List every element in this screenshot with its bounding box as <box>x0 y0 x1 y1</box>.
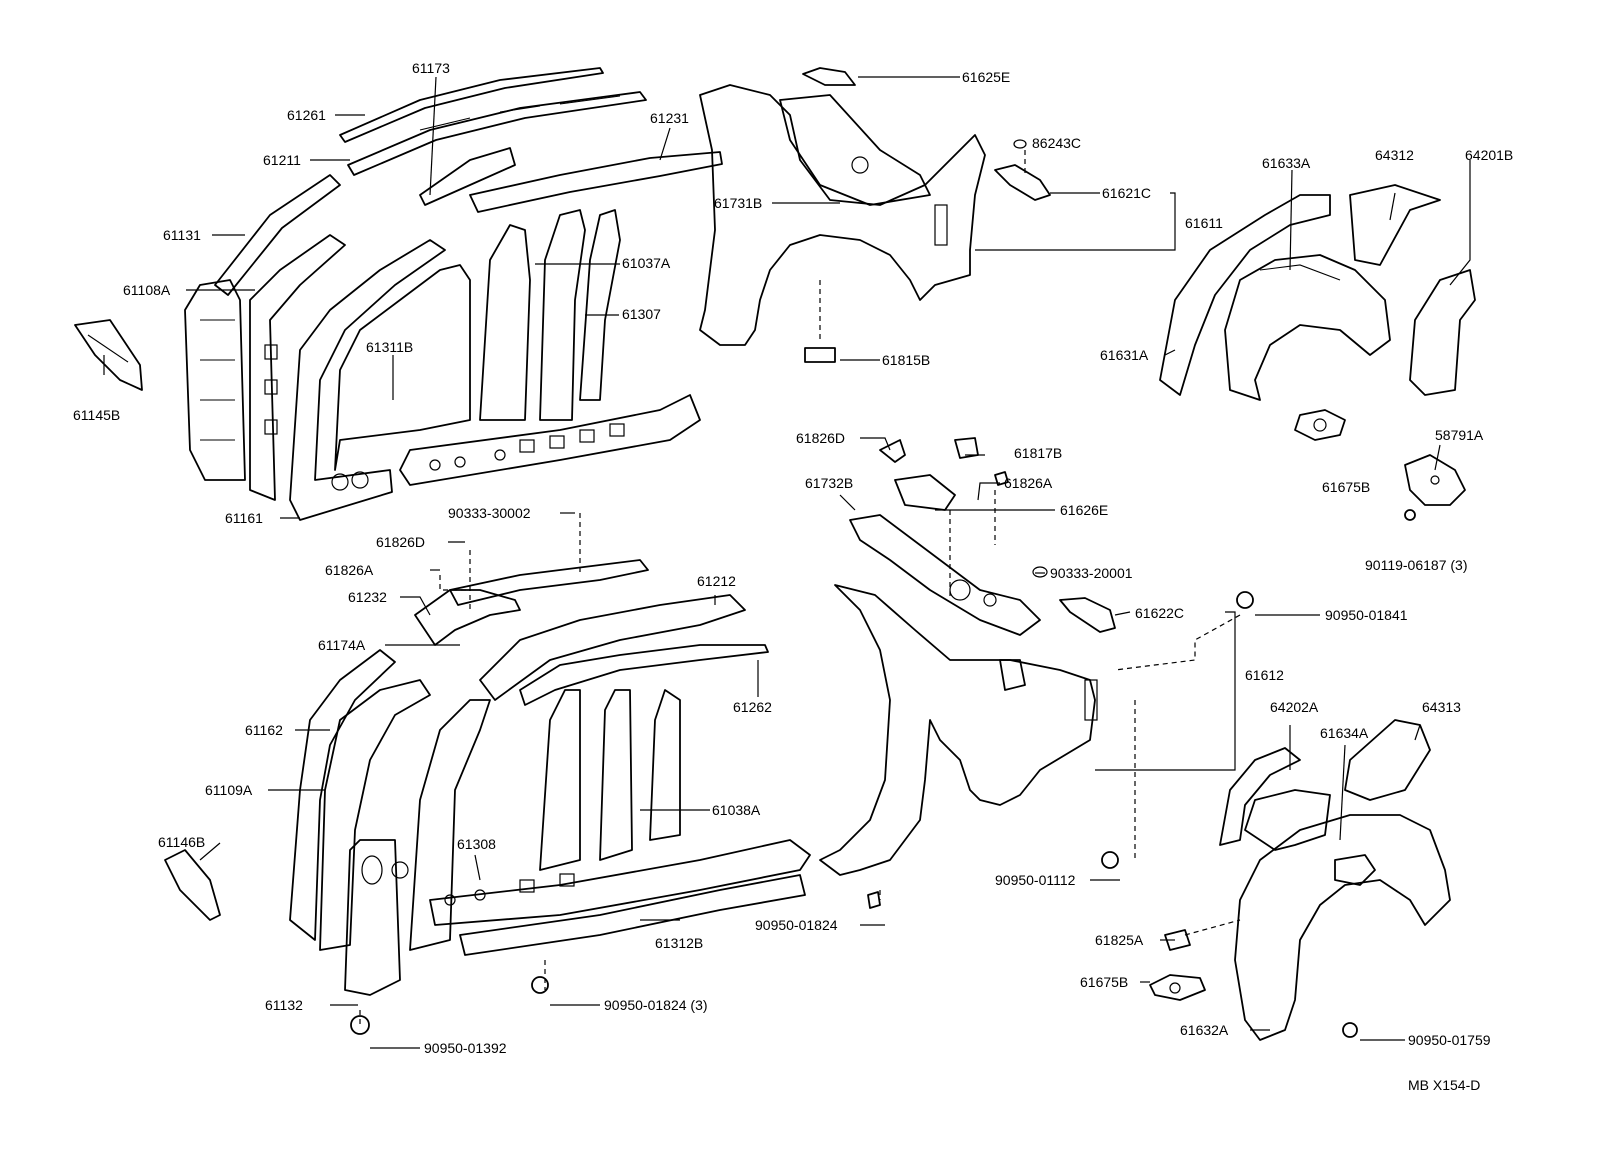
upper-rear-quarter <box>699 67 1051 363</box>
label-61621C: 61621C <box>1102 185 1151 201</box>
label-61675B-top: 61675B <box>1322 479 1370 495</box>
label-61308: 61308 <box>457 836 496 852</box>
label-61132: 61132 <box>265 997 303 1013</box>
upper-right-wheelhouse <box>1159 184 1476 521</box>
label-61262: 61262 <box>733 699 772 715</box>
label-90119-06187: 90119-06187 (3) <box>1365 557 1467 573</box>
label-61174A: 61174A <box>318 637 366 653</box>
label-61732B: 61732B <box>805 475 853 491</box>
label-61622C: 61622C <box>1135 605 1184 621</box>
label-61815B: 61815B <box>882 352 930 368</box>
label-90333-30002: 90333-30002 <box>448 505 531 521</box>
label-61731B: 61731B <box>714 195 762 211</box>
label-90950-01392: 90950-01392 <box>424 1040 507 1056</box>
label-64202A: 64202A <box>1270 699 1319 715</box>
label-61146B: 61146B <box>158 834 205 850</box>
label-64312: 64312 <box>1375 147 1414 163</box>
label-61826D-right: 61826D <box>796 430 845 446</box>
label-61307: 61307 <box>622 306 661 322</box>
label-86243C: 86243C <box>1032 135 1081 151</box>
label-58791A: 58791A <box>1435 427 1484 443</box>
label-61232: 61232 <box>348 589 387 605</box>
part-labels: 61173 61261 61211 61231 61131 61108A 611… <box>73 60 1513 1093</box>
label-90950-01824-3: 90950-01824 (3) <box>604 997 708 1013</box>
label-61162: 61162 <box>245 722 283 738</box>
label-61631A: 61631A <box>1100 347 1149 363</box>
label-90950-01759: 90950-01759 <box>1408 1032 1491 1048</box>
label-90950-01841: 90950-01841 <box>1325 607 1408 623</box>
label-61261: 61261 <box>287 107 326 123</box>
label-61634A: 61634A <box>1320 725 1369 741</box>
label-90333-20001: 90333-20001 <box>1050 565 1133 581</box>
label-61161: 61161 <box>225 510 263 526</box>
label-61626E: 61626E <box>1060 502 1108 518</box>
label-61231: 61231 <box>650 110 689 126</box>
label-61633A: 61633A <box>1262 155 1311 171</box>
label-61826D-left: 61826D <box>376 534 425 550</box>
label-90950-01112: 90950-01112 <box>995 872 1076 888</box>
label-61817B: 61817B <box>1014 445 1062 461</box>
label-61037A: 61037A <box>622 255 671 271</box>
label-61212: 61212 <box>697 573 736 589</box>
label-61826A-right: 61826A <box>1004 475 1053 491</box>
label-61825A: 61825A <box>1095 932 1144 948</box>
leader-lines <box>103 76 1471 1049</box>
label-61109A: 61109A <box>205 782 253 798</box>
upper-left-body-side <box>74 67 723 521</box>
lower-right-wheelhouse <box>1149 719 1451 1041</box>
label-61611: 61611 <box>1185 215 1223 231</box>
label-61625E: 61625E <box>962 69 1010 85</box>
center-rear-quarter <box>819 437 1254 909</box>
label-64313: 64313 <box>1422 699 1461 715</box>
label-61145B: 61145B <box>73 407 120 423</box>
label-61675B-bottom: 61675B <box>1080 974 1128 990</box>
label-61632A: 61632A <box>1180 1022 1229 1038</box>
lower-left-body-side <box>164 559 811 1035</box>
label-61131: 61131 <box>163 227 201 243</box>
label-61211: 61211 <box>263 152 301 168</box>
label-61038A: 61038A <box>712 802 761 818</box>
label-61108A: 61108A <box>123 282 171 298</box>
label-64201B: 64201B <box>1465 147 1513 163</box>
label-61612: 61612 <box>1245 667 1284 683</box>
label-61173: 61173 <box>412 60 450 76</box>
label-61826A-left: 61826A <box>325 562 374 578</box>
label-61311B: 61311B <box>366 339 413 355</box>
label-90950-01824: 90950-01824 <box>755 917 838 933</box>
label-61312B: 61312B <box>655 935 703 951</box>
diagram-reference: MB X154-D <box>1408 1077 1480 1093</box>
